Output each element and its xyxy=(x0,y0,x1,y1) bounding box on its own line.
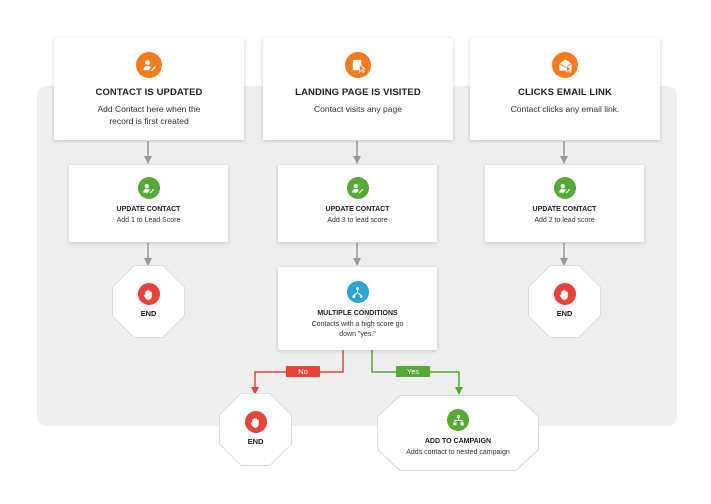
page-visit-icon xyxy=(345,52,371,78)
condition-description: Contacts with a high score go down "yes.… xyxy=(278,320,437,340)
action-description: Add 3 to lead score xyxy=(327,217,388,224)
trigger-landing-page-visited[interactable]: LANDING PAGE IS VISITED Contact visits a… xyxy=(263,38,453,140)
trigger-description: Contact visits any page xyxy=(314,104,402,114)
condition-desc-line: down "yes." xyxy=(339,331,376,338)
email-click-icon xyxy=(552,52,578,78)
branch-label-no[interactable]: No xyxy=(286,366,320,377)
campaign-title: ADD TO CAMPAIGN xyxy=(424,438,492,445)
trigger-description: Contact clicks any email link. xyxy=(510,104,620,114)
stop-hand-icon xyxy=(244,411,267,433)
end-label: END xyxy=(140,309,157,318)
campaign-icon xyxy=(447,409,469,431)
condition-desc-line: Contacts with a high score go xyxy=(311,321,404,328)
end-node-3[interactable]: END xyxy=(529,266,600,337)
contact-edit-icon xyxy=(136,52,162,78)
action-add-to-campaign[interactable]: ADD TO CAMPAIGN Adds contact to nested c… xyxy=(378,396,538,470)
end-label: END xyxy=(247,437,264,446)
trigger-desc-line: record is first created xyxy=(109,116,189,126)
condition-title: MULTIPLE CONDITIONS xyxy=(317,310,398,317)
trigger-contact-updated[interactable]: CONTACT IS UPDATED Add Contact here when… xyxy=(54,38,244,140)
condition-multiple[interactable]: MULTIPLE CONDITIONS Contacts with a high… xyxy=(278,267,437,350)
trigger-desc-line: Add Contact here when the xyxy=(97,104,201,114)
trigger-title: LANDING PAGE IS VISITED xyxy=(295,87,421,98)
trigger-title: CONTACT IS UPDATED xyxy=(95,87,203,98)
stop-hand-icon xyxy=(137,283,160,305)
campaign-description: Adds contact to nested campaign xyxy=(406,449,510,456)
action-update-contact-2[interactable]: UPDATE CONTACT Add 3 to lead score xyxy=(278,165,437,242)
action-title: UPDATE CONTACT xyxy=(325,206,390,213)
action-update-contact-3[interactable]: UPDATE CONTACT Add 2 to lead score xyxy=(485,165,644,242)
trigger-clicks-email-link[interactable]: CLICKS EMAIL LINK Contact clicks any ema… xyxy=(470,38,660,140)
contact-edit-icon xyxy=(346,177,369,199)
stop-hand-icon xyxy=(553,283,576,305)
end-node-1[interactable]: END xyxy=(113,266,184,337)
action-description: Add 2 to lead score xyxy=(534,217,595,224)
branch-icon xyxy=(346,281,369,303)
action-update-contact-1[interactable]: UPDATE CONTACT Add 1 to Lead Score xyxy=(69,165,228,242)
branch-label-yes[interactable]: Yes xyxy=(396,366,430,377)
contact-edit-icon xyxy=(553,177,576,199)
end-node-no-branch[interactable]: END xyxy=(220,394,291,465)
trigger-description: Add Contact here when the record is firs… xyxy=(54,103,244,127)
contact-edit-icon xyxy=(137,177,160,199)
action-description: Add 1 to Lead Score xyxy=(116,217,181,224)
action-title: UPDATE CONTACT xyxy=(116,206,181,213)
action-title: UPDATE CONTACT xyxy=(532,206,597,213)
trigger-title: CLICKS EMAIL LINK xyxy=(518,87,612,98)
end-label: END xyxy=(556,309,573,318)
